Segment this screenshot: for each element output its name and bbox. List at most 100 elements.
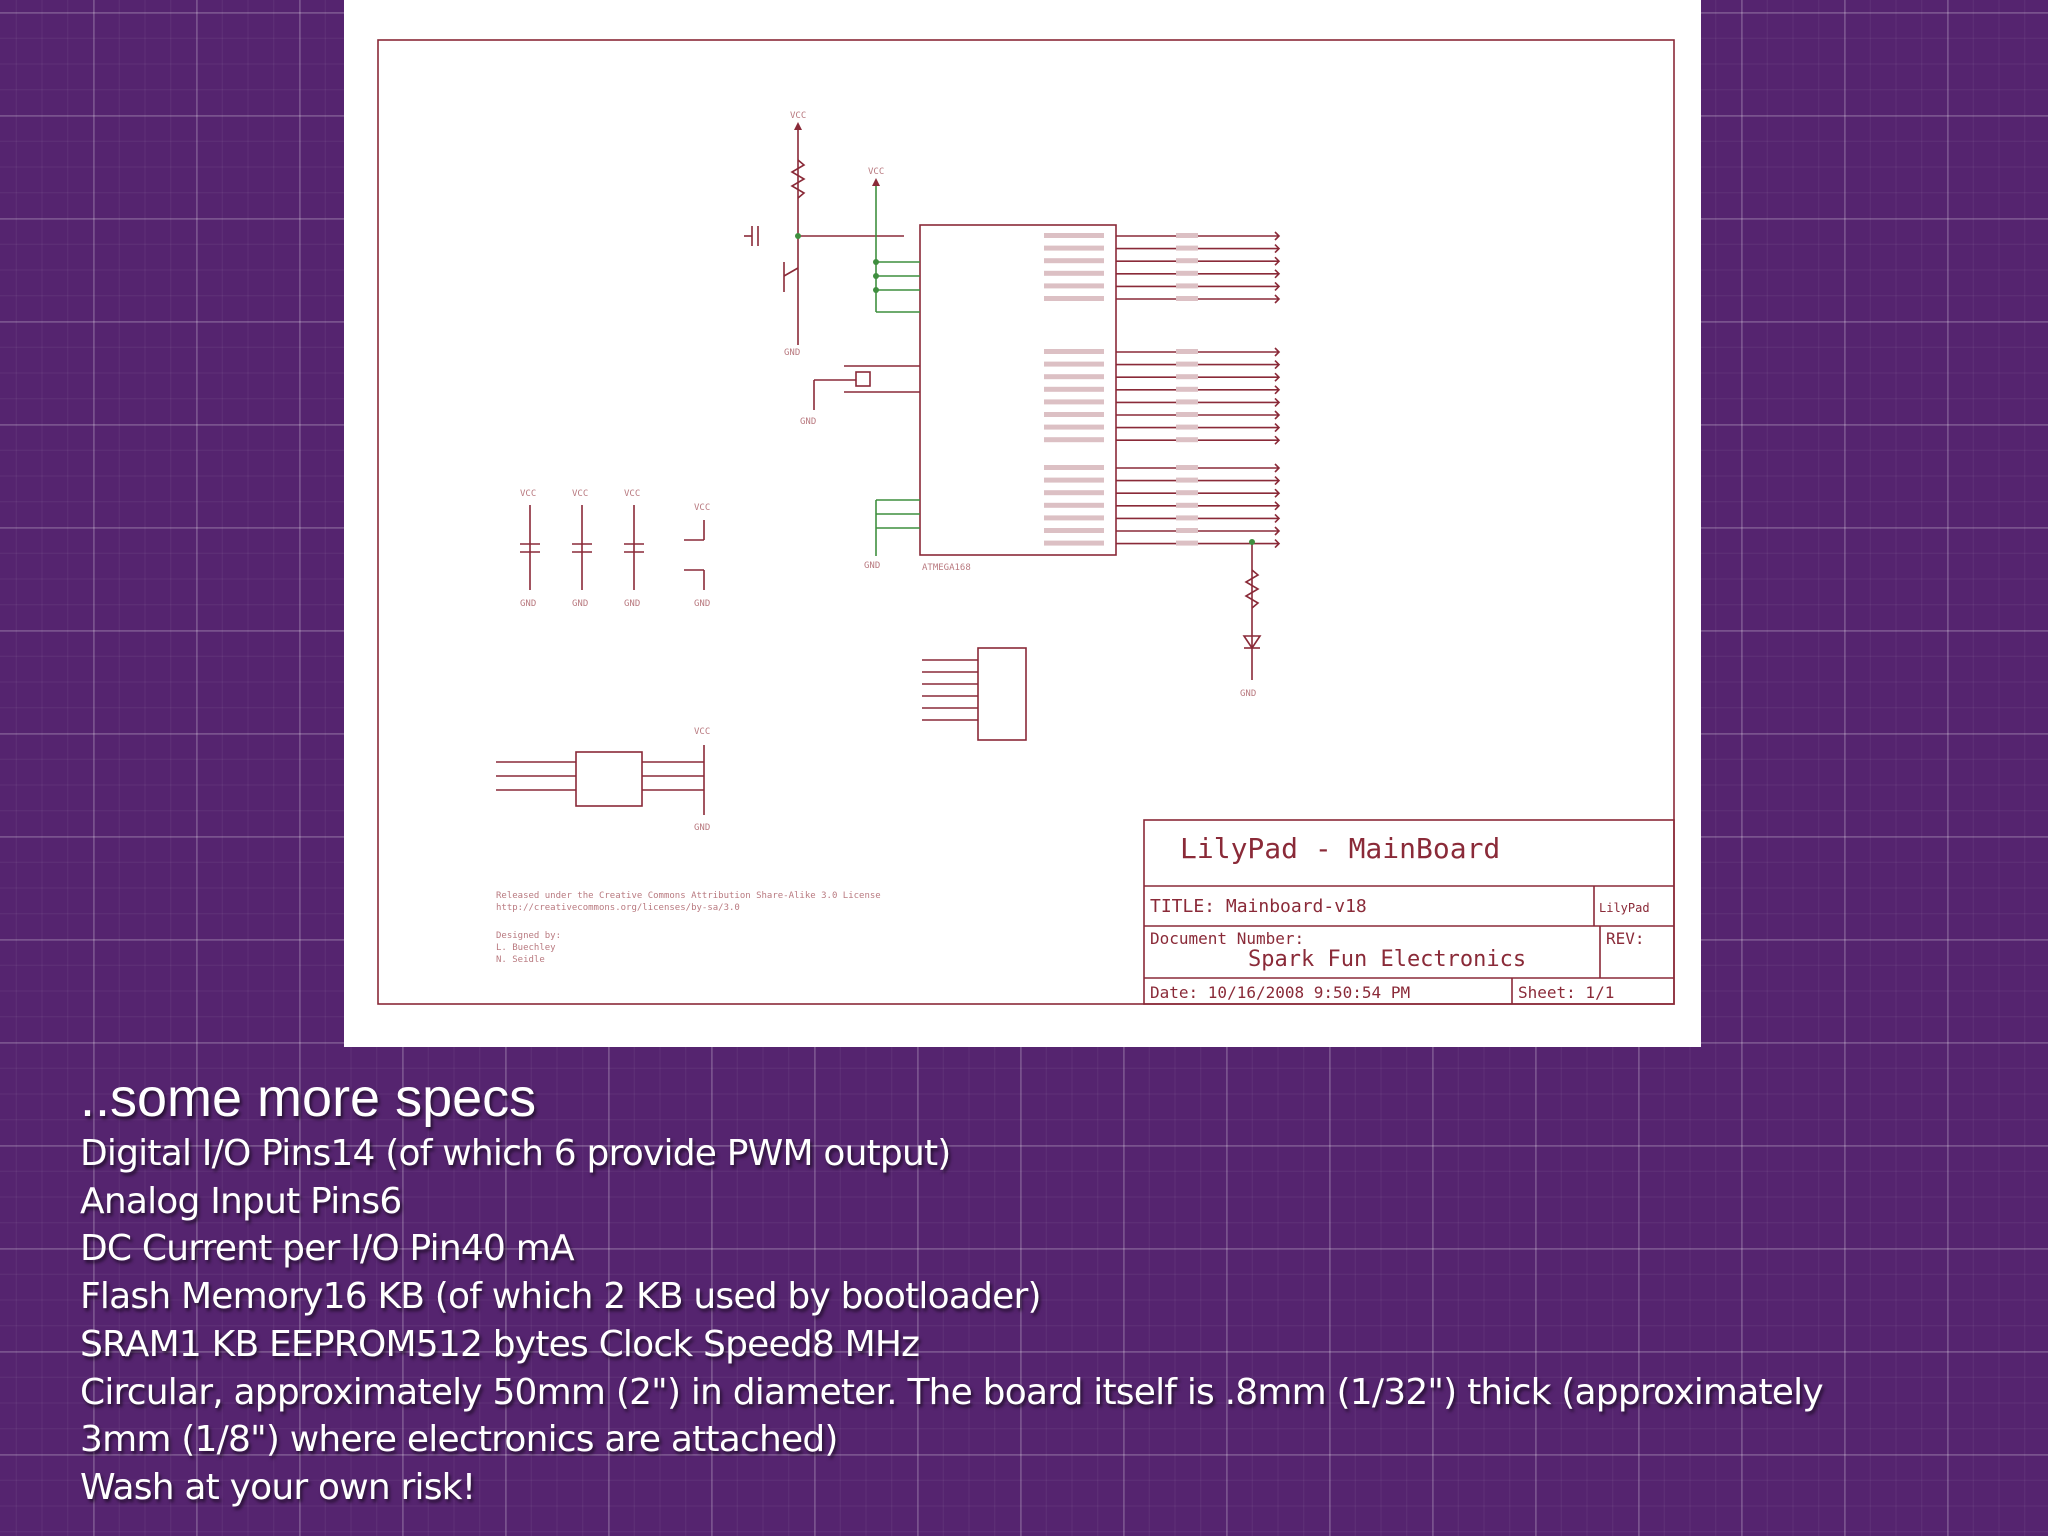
pin-arrow bbox=[1274, 513, 1281, 523]
pin-arrow bbox=[1274, 281, 1281, 291]
microcontroller-symbol: ATMEGA168 bbox=[919, 224, 1281, 573]
spec-list: Digital I/O Pins14 (of which 6 provide P… bbox=[80, 1130, 1980, 1512]
pin-arrow bbox=[1274, 256, 1281, 266]
pin-arrow bbox=[1274, 476, 1281, 486]
net-label-mark bbox=[1176, 412, 1198, 417]
net-label-mark bbox=[1176, 437, 1198, 443]
net-label-mark bbox=[1176, 477, 1198, 483]
title-block-heading: LilyPad - MainBoard bbox=[1180, 832, 1500, 865]
title-block-rev: REV: bbox=[1606, 929, 1645, 948]
pin-arrow bbox=[1274, 244, 1281, 254]
vcc-label-icsp: VCC bbox=[694, 727, 710, 737]
reset-circuit: VCC GND bbox=[744, 111, 904, 358]
net-label-mark bbox=[1176, 283, 1198, 289]
title-block-date: Date: 10/16/2008 9:50:54 PM bbox=[1150, 983, 1410, 1002]
title-block: LilyPad - MainBoard TITLE: Mainboard-v18… bbox=[1143, 819, 1675, 1005]
vcc-label-c2: VCC bbox=[572, 489, 588, 499]
gnd-label-header: GND bbox=[694, 599, 710, 609]
pin-label-mark bbox=[1044, 399, 1104, 405]
pin-arrow bbox=[1274, 385, 1281, 395]
pin-label-mark bbox=[1044, 412, 1104, 417]
pin-label-mark bbox=[1044, 270, 1104, 276]
vcc-label-chip: VCC bbox=[868, 167, 884, 177]
pin-arrow bbox=[1274, 231, 1281, 241]
designer-line-1: Designed by: bbox=[496, 931, 561, 941]
resonator: GND bbox=[800, 365, 920, 427]
pin-label-mark bbox=[1044, 490, 1104, 496]
net-label-mark bbox=[1176, 399, 1198, 405]
gnd-label-chip: GND bbox=[864, 561, 880, 571]
schematic-frame bbox=[377, 39, 1675, 1005]
pin-arrow bbox=[1274, 463, 1281, 473]
slide-title: ..some more specs bbox=[80, 1068, 537, 1128]
spec-line: DC Current per I/O Pin40 mA bbox=[80, 1228, 575, 1270]
title-block-side: LilyPad bbox=[1599, 901, 1650, 915]
pin-label-mark bbox=[1044, 349, 1104, 354]
vcc-label-c1: VCC bbox=[520, 489, 536, 499]
spec-line: Wash at your own risk! bbox=[80, 1466, 476, 1508]
pin-label-mark bbox=[1044, 477, 1104, 483]
gnd-label-c3: GND bbox=[624, 599, 640, 609]
title-block-sheet: Sheet: 1/1 bbox=[1518, 983, 1614, 1002]
pin-label-mark bbox=[1044, 233, 1104, 238]
gnd-label-resonator: GND bbox=[800, 417, 816, 427]
pin-label-mark bbox=[1044, 437, 1104, 443]
pin-label-mark bbox=[1044, 258, 1104, 264]
net-label-mark bbox=[1176, 258, 1198, 264]
pin-label-mark bbox=[1044, 528, 1104, 533]
pin-arrow bbox=[1274, 435, 1281, 445]
title-block-docnum: Spark Fun Electronics bbox=[1248, 947, 1526, 972]
net-label-mark bbox=[1176, 296, 1198, 301]
net-label-mark bbox=[1176, 515, 1198, 521]
spec-line: SRAM1 KB EEPROM512 bytes Clock Speed8 MH… bbox=[80, 1323, 920, 1365]
pin-arrow bbox=[1274, 501, 1281, 511]
license-line-2: http://creativecommons.org/licenses/by-s… bbox=[496, 903, 740, 913]
pin-arrow bbox=[1274, 294, 1281, 304]
schematic-image: ATMEGA168 VCC GND VCC bbox=[344, 0, 1701, 1047]
pin-arrow bbox=[1274, 360, 1281, 370]
vcc-label-reset: VCC bbox=[790, 111, 806, 121]
pin-arrow bbox=[1274, 526, 1281, 536]
title-block-docnum-label: Document Number: bbox=[1150, 929, 1304, 948]
pin-label-mark bbox=[1044, 424, 1104, 430]
pin-arrow bbox=[1274, 539, 1281, 549]
pin-arrow bbox=[1274, 372, 1281, 382]
net-label-mark bbox=[1176, 361, 1198, 367]
net-label-mark bbox=[1176, 270, 1198, 276]
net-label-mark bbox=[1176, 490, 1198, 496]
icsp-header: VCC GND bbox=[496, 727, 710, 833]
spec-line: Digital I/O Pins14 (of which 6 provide P… bbox=[80, 1133, 951, 1174]
pin-label-mark bbox=[1044, 386, 1104, 392]
pin-label-mark bbox=[1044, 296, 1104, 301]
gnd-label-reset: GND bbox=[784, 348, 800, 358]
decoupling-capacitors: VCC VCC VCC GND GND GND VCC GND bbox=[520, 489, 710, 609]
designer-line-2: L. Buechley bbox=[496, 943, 556, 953]
net-label-mark bbox=[1176, 502, 1198, 508]
chip-name: ATMEGA168 bbox=[922, 563, 971, 573]
gnd-label-led: GND bbox=[1240, 689, 1256, 699]
license-line-1: Released under the Creative Commons Attr… bbox=[496, 891, 881, 901]
pin-label-mark bbox=[1044, 283, 1104, 289]
pin-arrow bbox=[1274, 423, 1281, 433]
vcc-label-c3: VCC bbox=[624, 489, 640, 499]
net-label-mark bbox=[1176, 386, 1198, 392]
designer-line-3: N. Seidle bbox=[496, 955, 545, 965]
pin-arrow bbox=[1274, 410, 1281, 420]
pin-arrow bbox=[1274, 347, 1281, 357]
spec-line: Analog Input Pins6 bbox=[80, 1180, 402, 1222]
net-label-mark bbox=[1176, 424, 1198, 430]
net-label-mark bbox=[1176, 528, 1198, 533]
net-label-mark bbox=[1176, 465, 1198, 470]
pin-label-mark bbox=[1044, 515, 1104, 521]
pin-arrow bbox=[1274, 488, 1281, 498]
pin-label-mark bbox=[1044, 245, 1104, 251]
pin-arrow bbox=[1274, 269, 1281, 279]
spec-line: Flash Memory16 KB (of which 2 KB used by… bbox=[80, 1276, 1042, 1318]
title-block-title: TITLE: Mainboard-v18 bbox=[1150, 896, 1367, 917]
net-label-mark bbox=[1176, 349, 1198, 354]
net-label-mark bbox=[1176, 233, 1198, 238]
pin-label-mark bbox=[1044, 361, 1104, 367]
gnd-label-c2: GND bbox=[572, 599, 588, 609]
chip-power-connections: VCC GND bbox=[864, 167, 920, 571]
pin-label-mark bbox=[1044, 540, 1104, 546]
